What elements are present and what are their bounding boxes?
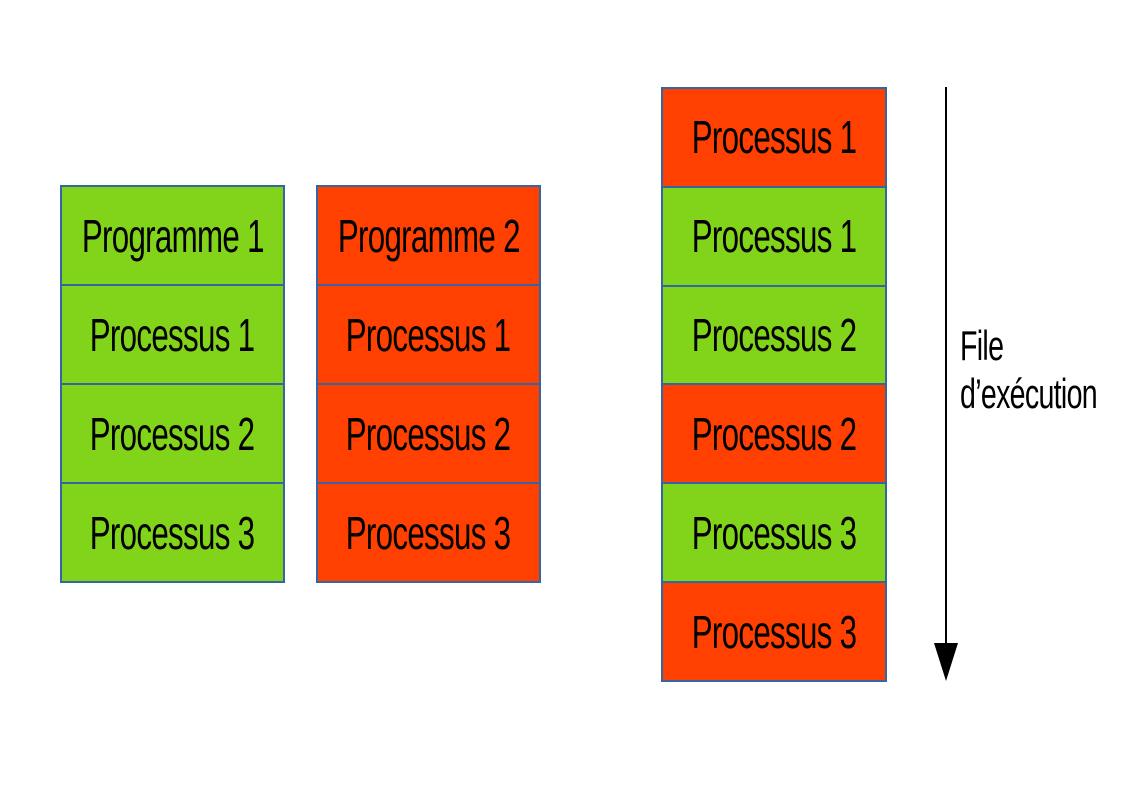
queue-box-p2-processus-3-label: Processus 3 <box>691 605 857 658</box>
box-p1-processus-1-label: Processus 1 <box>90 308 255 361</box>
box-programme-1-label: Programme 1 <box>81 209 264 262</box>
execution-queue-label-line1: File <box>960 322 1004 369</box>
box-p2-processus-1-label: Processus 1 <box>346 308 511 361</box>
queue-box-p2-processus-1: Processus 1 <box>663 89 885 186</box>
box-programme-2: Programme 2 <box>318 187 539 284</box>
queue-box-p1-processus-1: Processus 1 <box>663 185 885 285</box>
box-p2-processus-2-label: Processus 2 <box>346 407 511 460</box>
queue-box-p1-processus-2-label: Processus 2 <box>691 309 857 362</box>
queue-box-p2-processus-2: Processus 2 <box>663 383 885 483</box>
box-p1-processus-1: Processus 1 <box>62 284 283 383</box>
box-p1-processus-2-label: Processus 2 <box>90 407 255 460</box>
box-p1-processus-3-label: Processus 3 <box>90 506 255 559</box>
queue-box-p2-processus-2-label: Processus 2 <box>691 407 857 460</box>
box-p1-processus-2: Processus 2 <box>62 383 283 482</box>
execution-arrow-head-icon <box>934 643 958 681</box>
box-p1-processus-3: Processus 3 <box>62 482 283 581</box>
box-p2-processus-3: Processus 3 <box>318 482 539 581</box>
column-execution-queue: Processus 1 Processus 1 Processus 2 Proc… <box>661 87 887 682</box>
queue-box-p1-processus-1-label: Processus 1 <box>691 210 857 263</box>
queue-box-p2-processus-1-label: Processus 1 <box>691 111 857 164</box>
execution-queue-label-line2: d’exécution <box>960 370 1098 417</box>
queue-box-p1-processus-3: Processus 3 <box>663 482 885 582</box>
column-programme-1: Programme 1 Processus 1 Processus 2 Proc… <box>60 185 285 583</box>
queue-box-p2-processus-3: Processus 3 <box>663 581 885 680</box>
box-p2-processus-2: Processus 2 <box>318 383 539 482</box>
box-programme-2-label: Programme 2 <box>337 209 520 262</box>
execution-queue-label: File d’exécution <box>960 322 1098 418</box>
queue-box-p1-processus-3-label: Processus 3 <box>691 506 857 559</box>
box-p2-processus-3-label: Processus 3 <box>346 506 511 559</box>
column-programme-2: Programme 2 Processus 1 Processus 2 Proc… <box>316 185 541 583</box>
box-p2-processus-1: Processus 1 <box>318 284 539 383</box>
queue-box-p1-processus-2: Processus 2 <box>663 284 885 384</box>
execution-arrow-shaft <box>945 87 947 645</box>
box-programme-1: Programme 1 <box>62 187 283 284</box>
